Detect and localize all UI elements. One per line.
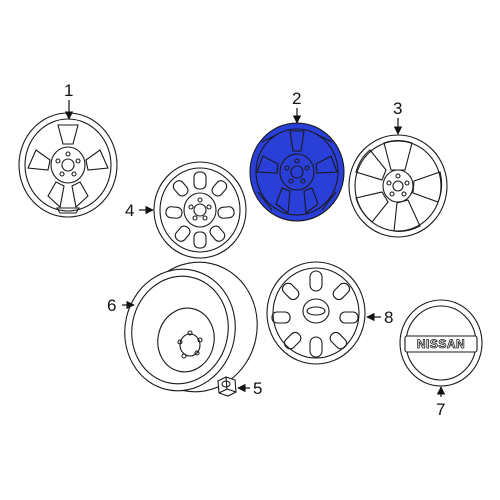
callout-1: 1: [64, 81, 73, 100]
cap-logo-badge: [404, 335, 478, 353]
wheel-1[interactable]: [18, 112, 118, 218]
wheel-6[interactable]: [114, 251, 270, 403]
wheel-2-highlighted[interactable]: [249, 122, 345, 222]
wheel-cover-8[interactable]: [266, 261, 366, 365]
callout-4: 4: [125, 201, 134, 220]
callout-5: 5: [253, 379, 262, 398]
wheel-4[interactable]: [153, 161, 247, 259]
callout-7: 7: [436, 400, 445, 419]
wheel-3[interactable]: [348, 134, 448, 238]
lug-nut-5[interactable]: [217, 376, 237, 397]
callout-2: 2: [292, 89, 301, 108]
callout-8: 8: [384, 308, 393, 327]
callout-6: 6: [107, 296, 116, 315]
center-cap-7[interactable]: NISSAN: [399, 299, 483, 387]
cap-logo-text: NISSAN: [417, 337, 465, 351]
callout-3: 3: [393, 99, 402, 118]
